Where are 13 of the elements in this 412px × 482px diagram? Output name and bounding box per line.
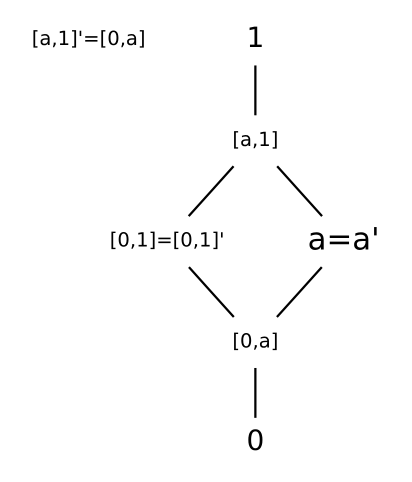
label: [a,1]'=[0,a] — [32, 26, 146, 50]
node-text: a=a' — [308, 220, 380, 257]
connector — [254, 64, 256, 115]
node-text: [0,a] — [232, 329, 278, 352]
connector — [276, 165, 323, 216]
connector — [188, 165, 234, 216]
connector — [188, 266, 235, 318]
connector — [276, 266, 323, 318]
node-text: [0,1]=[0,1]' — [110, 228, 224, 252]
node-text: 1 — [246, 20, 264, 54]
node-text: 0 — [246, 424, 264, 457]
node-text: [a,1] — [232, 127, 278, 150]
connector — [254, 367, 256, 418]
